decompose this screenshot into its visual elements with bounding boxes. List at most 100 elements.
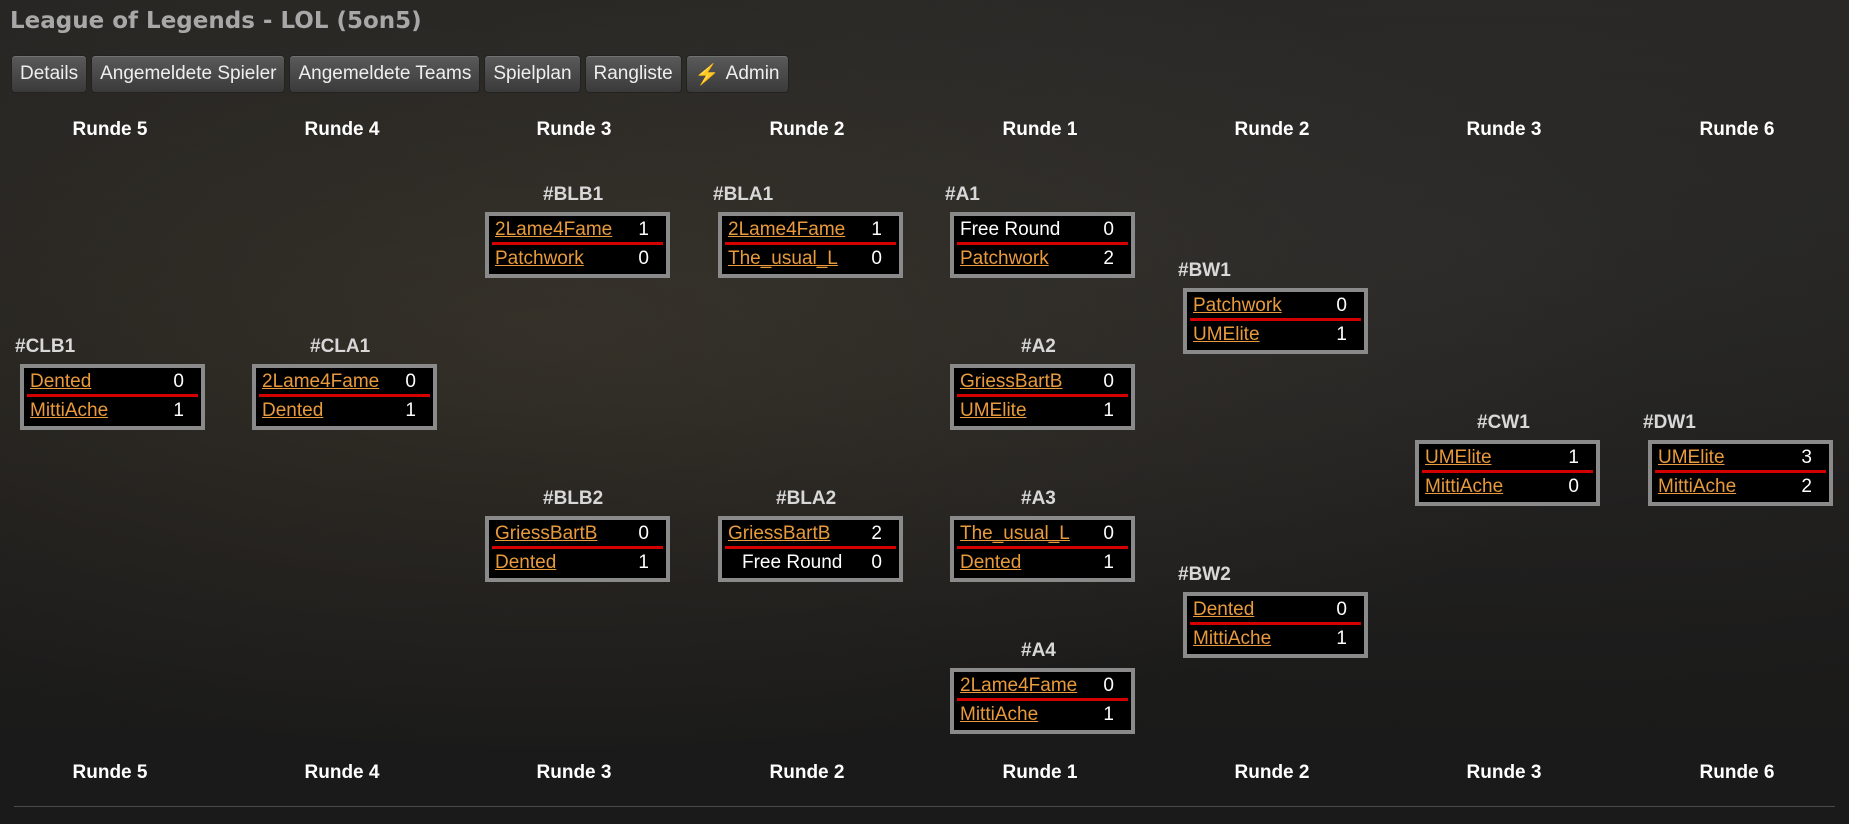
team-link[interactable]: UMElite: [1193, 323, 1260, 345]
score: 0: [1336, 599, 1347, 620]
round-label: Runde 1: [1002, 762, 1078, 783]
score: 1: [173, 399, 184, 421]
page-title: League of Legends - LOL (5on5): [10, 8, 422, 34]
match-box: 2Lame4Fame 0 MittiAche 1: [950, 668, 1135, 734]
score: 0: [638, 523, 649, 544]
admin-button[interactable]: ⚡Admin: [685, 55, 789, 93]
team-link[interactable]: MittiAche: [30, 399, 109, 421]
score: 0: [1103, 219, 1114, 240]
match-id: #A1: [945, 184, 980, 205]
team-link[interactable]: Dented: [262, 399, 324, 421]
round-label: Runde 2: [1234, 762, 1310, 783]
score: 0: [1103, 675, 1114, 696]
score: 1: [1336, 627, 1347, 649]
team-link[interactable]: MittiAche: [1658, 475, 1737, 497]
team-link[interactable]: Patchwork: [1193, 295, 1282, 316]
match-row: MittiAche 1: [957, 701, 1128, 728]
match-row: MittiAche 1: [1190, 625, 1361, 652]
match-row: Dented 1: [259, 397, 430, 424]
admin-label: Admin: [725, 63, 780, 84]
team-link[interactable]: UMElite: [1658, 447, 1725, 468]
match-id: #BLB1: [543, 184, 604, 205]
match-box: GriessBartB 2 Free Round 0: [718, 516, 903, 582]
ranking-label: Rangliste: [593, 63, 673, 84]
score: 1: [1103, 399, 1114, 421]
score: 0: [1103, 371, 1114, 392]
match-row: Patchwork 0: [1190, 294, 1361, 321]
team-link[interactable]: Dented: [960, 551, 1022, 573]
match-id: #DW1: [1643, 412, 1696, 433]
match-id: #BLA2: [776, 488, 837, 509]
details-label: Details: [20, 63, 79, 84]
score: 2: [1103, 247, 1114, 269]
match-id: #A2: [1021, 336, 1056, 357]
team-link[interactable]: 2Lame4Fame: [728, 219, 846, 240]
score: 1: [1568, 447, 1579, 468]
score: 0: [1336, 295, 1347, 316]
match-id: #BLB2: [543, 488, 604, 509]
team-link[interactable]: Patchwork: [495, 247, 584, 269]
score: 1: [871, 219, 882, 240]
team-link[interactable]: MittiAche: [1425, 475, 1504, 497]
team-link[interactable]: Dented: [495, 551, 557, 573]
round-label: Runde 1: [1002, 119, 1078, 140]
registered-players-label: Angemeldete Spieler: [100, 63, 277, 84]
schedule-button[interactable]: Spielplan: [484, 55, 581, 93]
score: 1: [638, 219, 649, 240]
team-link[interactable]: 2Lame4Fame: [960, 675, 1078, 696]
team-link[interactable]: Patchwork: [960, 247, 1049, 269]
score: 0: [871, 247, 882, 269]
match-row: GriessBartB 0: [492, 522, 663, 549]
score: 1: [405, 399, 416, 421]
match-id: #CLA1: [310, 336, 371, 357]
match-row: MittiAche 1: [27, 397, 198, 424]
round-label: Runde 3: [536, 762, 612, 783]
registered-players-button[interactable]: Angemeldete Spieler: [91, 55, 286, 93]
score: 0: [871, 551, 882, 573]
team-link[interactable]: UMElite: [1425, 447, 1492, 468]
score: 2: [871, 523, 882, 544]
score: 0: [173, 371, 184, 392]
match-row: Dented 0: [1190, 598, 1361, 625]
team-link[interactable]: 2Lame4Fame: [495, 219, 613, 240]
score: 1: [1103, 551, 1114, 573]
score: 0: [1103, 523, 1114, 544]
free-round-label: Free Round: [742, 551, 843, 573]
team-link[interactable]: The_usual_L: [960, 523, 1070, 544]
team-link[interactable]: Dented: [1193, 599, 1255, 620]
score: 1: [1103, 703, 1114, 725]
match-id: #BW1: [1178, 260, 1231, 281]
score: 3: [1801, 447, 1812, 468]
team-link[interactable]: MittiAche: [1193, 627, 1272, 649]
round-label: Runde 3: [1466, 119, 1542, 140]
match-row: UMElite 1: [1422, 446, 1593, 473]
team-link[interactable]: GriessBartB: [960, 371, 1063, 392]
team-link[interactable]: GriessBartB: [495, 523, 598, 544]
team-link[interactable]: MittiAche: [960, 703, 1039, 725]
score: 1: [1336, 323, 1347, 345]
team-link[interactable]: Dented: [30, 371, 92, 392]
match-box: Dented 0 MittiAche 1: [20, 364, 205, 430]
team-link[interactable]: The_usual_L: [728, 247, 838, 269]
team-link[interactable]: GriessBartB: [728, 523, 831, 544]
registered-teams-button[interactable]: Angemeldete Teams: [289, 55, 481, 93]
ranking-button[interactable]: Rangliste: [584, 55, 682, 93]
details-button[interactable]: Details: [11, 55, 88, 93]
match-row: 2Lame4Fame 1: [725, 218, 896, 245]
team-link[interactable]: UMElite: [960, 399, 1027, 421]
match-row: The_usual_L 0: [725, 245, 896, 272]
team-link[interactable]: 2Lame4Fame: [262, 371, 380, 392]
match-box: The_usual_L 0 Dented 1: [950, 516, 1135, 582]
round-label: Runde 4: [304, 762, 380, 783]
round-label: Runde 5: [72, 762, 148, 783]
lightning-bolt-icon: ⚡: [694, 63, 720, 86]
